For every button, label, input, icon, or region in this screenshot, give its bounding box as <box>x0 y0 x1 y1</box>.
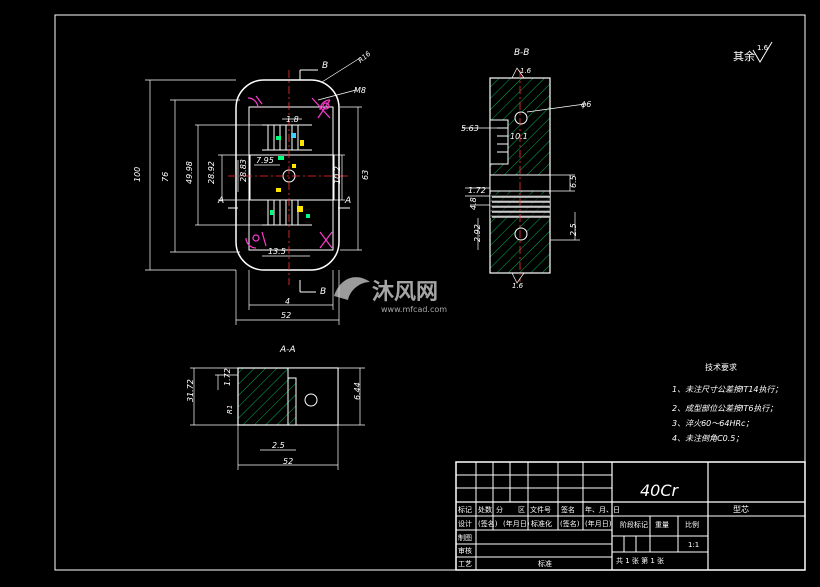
watermark: 沐风网 www.mfcad.com <box>334 277 447 314</box>
hdr-zone: 区 <box>518 506 525 514</box>
dim-r16: R16 <box>357 49 373 64</box>
aa-dim-2-5: 2.5 <box>272 441 285 450</box>
watermark-url: www.mfcad.com <box>381 305 447 314</box>
aa-dim-lines <box>190 367 365 470</box>
surface-note-text: 其余 <box>733 49 755 63</box>
aa-dim-1-72: 1.72 <box>223 368 232 386</box>
bb-dim-2-5: 2.5 <box>569 223 578 236</box>
section-mark-b-bottom: B <box>320 287 326 297</box>
dim-m8: M8 <box>354 86 366 95</box>
tech-req-item-3: 3、淬火60～64HRc； <box>672 419 753 428</box>
bb-dim-phi6: ϕ6 <box>581 100 591 109</box>
watermark-brand: 沐风网 <box>372 280 438 305</box>
tech-req-item-4: 4、未注倒角C0.5； <box>672 434 743 443</box>
aa-dim-6-44: 6.44 <box>353 382 362 400</box>
hdr-sign: 签名 <box>561 505 575 514</box>
section-aa-title: A-A <box>279 345 296 355</box>
label-drawing: 制图 <box>458 533 472 542</box>
drawing-frame <box>54 14 806 571</box>
dim-4: 4 <box>285 297 290 306</box>
part-name: 型芯 <box>733 504 749 514</box>
section-mark-a-left: A <box>217 196 224 206</box>
row-design-sign: (签名) <box>478 519 498 528</box>
aa-dim-r1: R1 <box>226 405 234 414</box>
row-standard: 标准化 <box>531 519 552 528</box>
dim-76: 76 <box>161 172 170 182</box>
title-block <box>455 461 806 571</box>
tech-req-item-2: 2、成型部位公差按IT6执行； <box>672 404 777 413</box>
bb-dim-10-1: 10.1 <box>510 132 528 141</box>
label-review: 审核 <box>458 546 472 555</box>
scale-value: 1:1 <box>688 541 699 549</box>
dim-10-2: 10.2 <box>333 166 342 184</box>
hdr-count: 处数 <box>478 505 492 514</box>
hdr-file: 文件号 <box>530 505 551 514</box>
bb-dim-bottom-1-6: 1.6 <box>512 282 524 290</box>
sheets-info: 共 1 张 第 1 张 <box>616 556 664 565</box>
main-outline <box>235 79 340 271</box>
dim-28-83: 28.83 <box>239 159 248 182</box>
bb-teeth <box>497 127 508 153</box>
aa-wall <box>287 377 297 426</box>
watermark-logo <box>334 277 370 300</box>
aa-hole <box>304 393 318 407</box>
comb-bottom <box>262 199 312 226</box>
section-marks <box>228 69 350 293</box>
row-design-date: (年月日) <box>503 519 530 528</box>
hdr-mark: 标记 <box>458 505 472 514</box>
bb-dim-1-72: 1.72 <box>468 186 486 195</box>
aa-dim-31-72: 31.72 <box>186 379 195 402</box>
row-design: 设计 <box>458 519 472 528</box>
main-inner-rect <box>248 106 334 251</box>
bb-dim-lines <box>462 67 586 284</box>
tech-req-title: 技术要求 <box>705 362 737 372</box>
title-block-text: 40Cr 型芯 标记 处数 分 区 文件号 签名 年、月、日 设计 (签名) (… <box>458 481 749 568</box>
stage-label: 阶段标记 <box>620 520 648 529</box>
label-process: 工艺 <box>458 560 472 568</box>
row-standard-sign: (签名) <box>560 519 580 528</box>
bb-left-notch <box>489 119 509 165</box>
dim-7-95: 7.95 <box>256 156 274 165</box>
roughness-symbol <box>752 41 773 63</box>
section-bb-title: B-B <box>514 48 529 58</box>
hdr-div: 分 <box>496 505 503 514</box>
section-aa-view: A-A 31.72 1.72 R1 6.44 2.5 52 <box>186 345 365 470</box>
technical-requirements: 技术要求 1、未注尺寸公差按IT14执行； 2、成型部位公差按IT6执行； 3、… <box>672 362 783 443</box>
bb-dim-2-92: 2.92 <box>473 224 482 242</box>
label-approve: 标准 <box>538 559 552 568</box>
dim-49-98: 49.98 <box>185 161 194 184</box>
scale-label: 比例 <box>685 520 699 529</box>
main-view: B B A A 100 <box>133 49 373 325</box>
bb-plates-front <box>492 196 550 218</box>
colored-annotations <box>270 133 310 218</box>
dim-52-main: 52 <box>281 311 291 320</box>
bb-dim-4-8: 4.8 <box>469 197 478 210</box>
aa-dim-52: 52 <box>283 457 293 466</box>
bb-hole-top <box>514 111 528 125</box>
weight-label: 重量 <box>655 521 669 529</box>
surface-roughness-note: 其余 1.6 <box>733 41 773 63</box>
main-dimension-lines <box>145 57 362 325</box>
dim-13-5: 13.5 <box>268 247 286 256</box>
corner-features <box>245 95 333 249</box>
dim-100: 100 <box>133 167 142 182</box>
material-label: 40Cr <box>640 481 680 500</box>
tech-req-item-1: 1、未注尺寸公差按IT14执行； <box>672 385 783 394</box>
bb-dim-top-1-6: 1.6 <box>520 67 532 75</box>
section-bb-view: B-B <box>461 48 591 290</box>
bb-dim-6-5: 6.5 <box>569 175 578 188</box>
comb-top <box>262 124 312 151</box>
section-mark-b-top: B <box>322 61 328 71</box>
dim-1-8: 1.8 <box>286 115 299 124</box>
row-standard-date: (年月日) <box>585 519 612 528</box>
hdr-date: 年、月、日 <box>585 505 620 514</box>
bb-dim-5-63: 5.63 <box>461 124 479 133</box>
bb-hole-bottom <box>514 227 528 241</box>
dim-28-92: 28.92 <box>207 161 216 184</box>
surface-note-value: 1.6 <box>757 44 769 52</box>
section-mark-a-right: A <box>344 196 351 206</box>
dim-63: 63 <box>361 170 370 180</box>
